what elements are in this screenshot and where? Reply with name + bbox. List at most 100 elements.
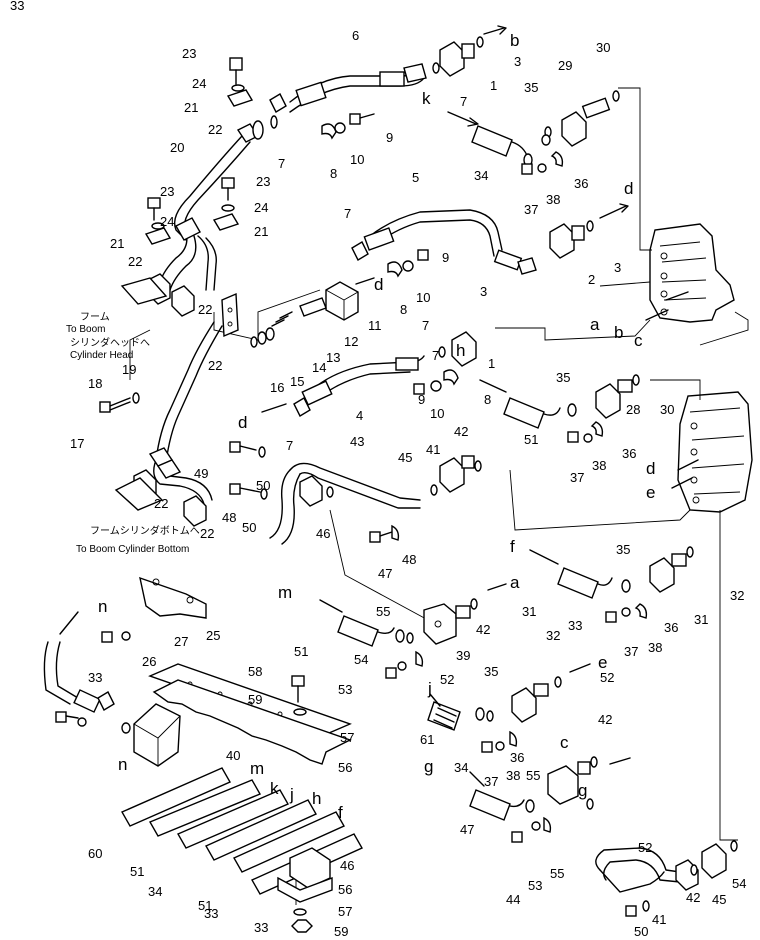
callout-label: j [427,679,432,698]
clamp-set-low [413,369,459,395]
callout-label: 8 [330,166,337,181]
callout-label: 9 [442,250,449,265]
clamp-set-mid [387,249,429,278]
callout-label: 22 [200,526,214,541]
callout-label: 25 [206,628,220,643]
callout-label: 35 [556,370,570,385]
callout-label: 23 [256,174,270,189]
callout-label: 38 [648,640,662,655]
callout-label: f [338,803,343,822]
callout-label: 34 [474,168,488,183]
callout-label: 52 [638,840,652,855]
callout-label: 42 [686,890,700,905]
callout-label: 56 [338,882,352,897]
note-to-boom-jp: フーム [80,311,110,323]
callout-label: 9 [418,392,425,407]
callout-label: 24 [192,76,206,91]
callout-label: 22 [208,358,222,373]
callout-label: 23 [182,46,196,61]
block-39 [423,598,478,645]
callout-label: 50 [242,520,256,535]
hose-5 [351,209,537,275]
parts-53-54 [385,650,424,679]
callout-label: 7 [422,318,429,333]
pipe-43 [269,462,421,545]
callout-label: 42 [454,424,468,439]
callout-label: m [278,583,292,602]
callout-label: 47 [460,822,474,837]
callout-label: 10 [430,406,444,421]
callout-label: 24 [254,200,268,215]
callout-label: h [456,341,465,360]
callout-label: 35 [524,80,538,95]
flange-22-left [120,273,195,317]
callout-label: a [590,315,600,334]
callout-label: 58 [248,664,262,679]
callout-label: j [289,785,294,804]
callout-label: 30 [660,402,674,417]
callout-label: 3 [514,54,521,69]
callout-label: e [646,483,655,502]
note-cyl-head: Cylinder Head [70,350,133,361]
callout-label: 38 [506,768,520,783]
bolt-set-23 [226,57,254,107]
callout-label: b [510,31,519,50]
callout-label: 19 [122,362,136,377]
callout-label: 2 [588,272,595,287]
fitting-1-mid [438,331,477,367]
callout-label: 35 [616,542,630,557]
callout-label: g [578,781,587,800]
callout-label: d [646,459,655,478]
callout-label: d [374,275,383,294]
callout-label: 21 [110,236,124,251]
parts-26-27 [101,631,131,643]
hose-33-g [469,789,552,843]
callout-label: 3 [614,260,621,275]
callout-label: c [634,331,643,350]
block-40 [547,756,598,810]
callout-label: 22 [128,254,142,269]
callout-label: a [510,573,520,592]
callout-label: d [238,413,247,432]
callout-label: 44 [506,892,520,907]
clamp-set-top [270,113,375,140]
callout-label: 33 [568,618,582,633]
small-bolts [326,486,400,543]
callout-label: d [624,179,633,198]
block-clamp [133,703,181,767]
callout-label: m [250,759,264,778]
callout-label: 52 [600,670,614,685]
callout-label: 54 [732,876,746,891]
callout-label: 42 [476,622,490,637]
bracket-25 [139,576,207,619]
callout-label: 34 [454,760,468,775]
hose-51-mid [503,397,604,443]
callout-label: 53 [528,878,542,893]
parts-37-38-55 [55,711,131,734]
callout-label: e [598,653,607,672]
callout-label: 38 [592,458,606,473]
callout-label: 8 [484,392,491,407]
callout-label: 13 [326,350,340,365]
callout-label: 45 [712,892,726,907]
callout-label: 27 [174,634,188,649]
callout-label: 1 [490,78,497,93]
callout-label: 36 [664,620,678,635]
callout-label: 11 [368,318,382,333]
callout-label: 9 [386,130,393,145]
callout-label: 37 [524,202,538,217]
callout-label: 50 [634,924,648,939]
callout-label: 43 [350,434,364,449]
callout-label: c [560,733,569,752]
callout-label: 60 [88,846,102,861]
hose-4 [293,355,425,417]
callout-label: 36 [622,446,636,461]
callout-label: 22 [154,496,168,511]
callout-label: 29 [558,58,572,73]
callout-label: 34 [148,884,162,899]
callout-label: 50 [256,478,270,493]
callout-label: 8 [400,302,407,317]
callout-label: 33 [204,906,218,921]
callout-label: 45 [398,450,412,465]
